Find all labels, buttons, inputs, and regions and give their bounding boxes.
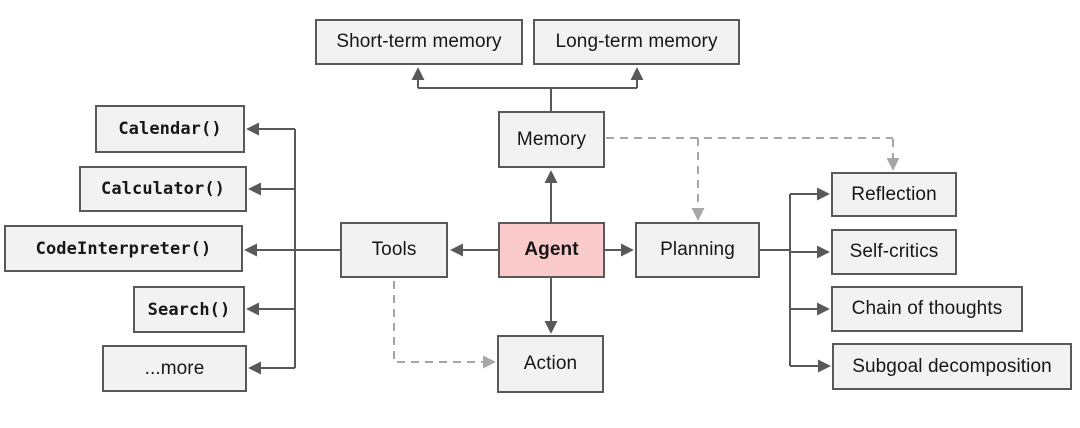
node-reflection: Reflection bbox=[831, 172, 957, 217]
node-planning: Planning bbox=[635, 222, 760, 278]
node-tool-calendar: Calendar() bbox=[95, 105, 245, 153]
node-tool-search: Search() bbox=[133, 286, 245, 333]
node-tool-more: ...more bbox=[102, 345, 247, 392]
node-tool-code-interpreter: CodeInterpreter() bbox=[4, 225, 243, 272]
node-self-critics: Self-critics bbox=[831, 229, 957, 275]
connector-tools-bus bbox=[294, 129, 340, 368]
node-chain-of-thoughts: Chain of thoughts bbox=[831, 286, 1023, 332]
connector-memory-split bbox=[418, 87, 637, 111]
dashed-tools-to-action bbox=[393, 281, 496, 369]
connector-planning-bus bbox=[760, 194, 791, 366]
node-tool-calculator: Calculator() bbox=[79, 166, 247, 212]
node-short-term-memory: Short-term memory bbox=[315, 19, 523, 65]
node-long-term-memory: Long-term memory bbox=[533, 19, 740, 65]
node-action: Action bbox=[497, 335, 604, 393]
node-subgoal-decomposition: Subgoal decomposition bbox=[832, 343, 1072, 390]
node-memory: Memory bbox=[498, 111, 605, 168]
node-agent: Agent bbox=[498, 222, 605, 278]
node-tools: Tools bbox=[340, 222, 448, 278]
